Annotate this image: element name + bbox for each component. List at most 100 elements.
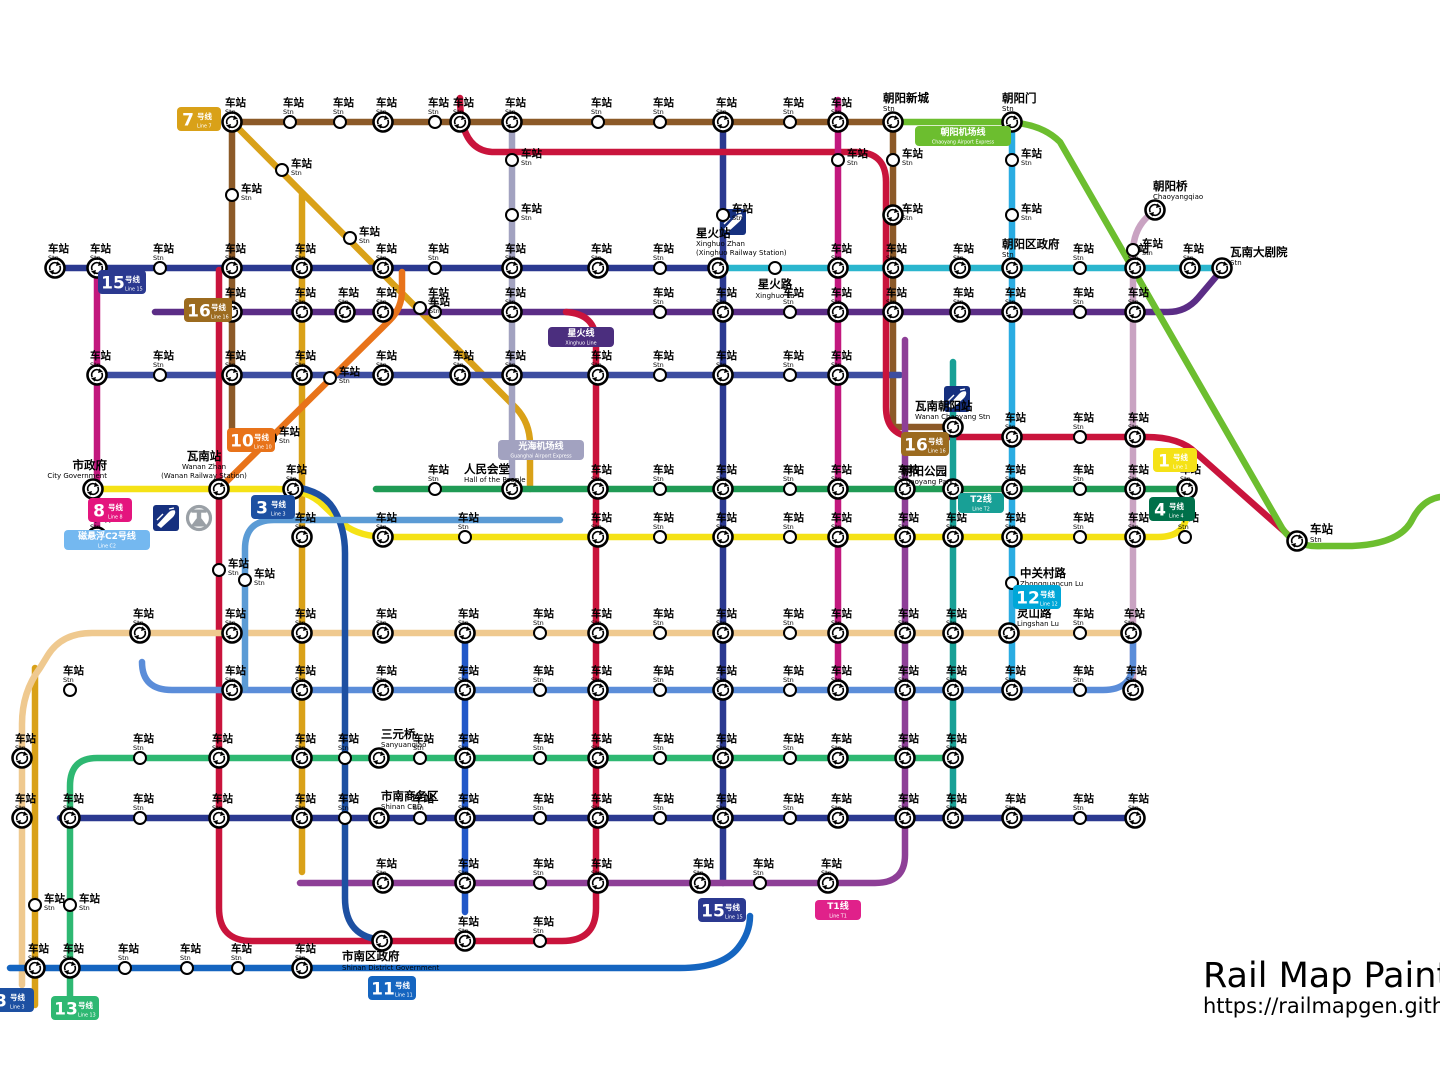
- station[interactable]: [533, 934, 547, 948]
- station[interactable]: [118, 961, 132, 975]
- interchange-station[interactable]: [707, 257, 729, 279]
- station[interactable]: [338, 811, 352, 825]
- station[interactable]: [653, 368, 667, 382]
- interchange-station[interactable]: [882, 204, 904, 226]
- station[interactable]: [1073, 626, 1087, 640]
- station[interactable]: [238, 573, 252, 587]
- station[interactable]: [1073, 305, 1087, 319]
- station[interactable]: [333, 115, 347, 129]
- station[interactable]: [275, 163, 289, 177]
- station[interactable]: [533, 811, 547, 825]
- station[interactable]: [831, 153, 845, 167]
- station[interactable]: [505, 208, 519, 222]
- station[interactable]: [783, 683, 797, 697]
- station[interactable]: [1126, 243, 1140, 257]
- interchange-station[interactable]: [371, 930, 393, 952]
- station[interactable]: [505, 153, 519, 167]
- station[interactable]: [533, 683, 547, 697]
- station[interactable]: [783, 626, 797, 640]
- station[interactable]: [533, 626, 547, 640]
- station[interactable]: [343, 231, 357, 245]
- interchange-station[interactable]: [368, 807, 390, 829]
- station[interactable]: [1073, 261, 1087, 275]
- station[interactable]: [1178, 530, 1192, 544]
- station[interactable]: [753, 876, 767, 890]
- station[interactable]: [653, 811, 667, 825]
- station[interactable]: [1073, 430, 1087, 444]
- station[interactable]: [153, 261, 167, 275]
- station[interactable]: [533, 751, 547, 765]
- station[interactable]: [283, 115, 297, 129]
- station[interactable]: [653, 751, 667, 765]
- station[interactable]: [653, 115, 667, 129]
- interchange-station[interactable]: [882, 111, 904, 133]
- station[interactable]: [533, 876, 547, 890]
- interchange-station[interactable]: [1211, 257, 1233, 279]
- station[interactable]: [1073, 811, 1087, 825]
- interchange-station[interactable]: [1144, 199, 1166, 221]
- station[interactable]: [413, 301, 427, 315]
- station[interactable]: [783, 368, 797, 382]
- interchange-station[interactable]: [82, 478, 104, 500]
- station[interactable]: [783, 305, 797, 319]
- station[interactable]: [133, 751, 147, 765]
- interchange-station[interactable]: [1286, 530, 1308, 552]
- station[interactable]: [1005, 153, 1019, 167]
- station[interactable]: [458, 530, 472, 544]
- station[interactable]: [1073, 482, 1087, 496]
- station[interactable]: [783, 751, 797, 765]
- station[interactable]: [716, 208, 730, 222]
- station[interactable]: [653, 626, 667, 640]
- station[interactable]: [413, 751, 427, 765]
- station[interactable]: [153, 368, 167, 382]
- station[interactable]: [783, 530, 797, 544]
- station[interactable]: [1073, 683, 1087, 697]
- station[interactable]: [231, 961, 245, 975]
- station[interactable]: [886, 153, 900, 167]
- station[interactable]: [428, 115, 442, 129]
- station[interactable]: [653, 530, 667, 544]
- station[interactable]: [63, 683, 77, 697]
- station[interactable]: [428, 261, 442, 275]
- station[interactable]: [428, 482, 442, 496]
- station[interactable]: [783, 115, 797, 129]
- station[interactable]: [653, 261, 667, 275]
- station[interactable]: [212, 563, 226, 577]
- station[interactable]: [225, 188, 239, 202]
- station[interactable]: [338, 751, 352, 765]
- station[interactable]: [323, 371, 337, 385]
- station[interactable]: [1005, 208, 1019, 222]
- station[interactable]: [180, 961, 194, 975]
- station[interactable]: [28, 898, 42, 912]
- station[interactable]: [1073, 530, 1087, 544]
- station[interactable]: [653, 305, 667, 319]
- interchange-station[interactable]: [1001, 257, 1023, 279]
- station[interactable]: [653, 482, 667, 496]
- interchange-station[interactable]: [208, 478, 230, 500]
- station[interactable]: [653, 683, 667, 697]
- interchange-station[interactable]: [368, 747, 390, 769]
- station[interactable]: [63, 898, 77, 912]
- station[interactable]: [783, 811, 797, 825]
- station[interactable]: [591, 115, 605, 129]
- station[interactable]: [133, 811, 147, 825]
- station[interactable]: [768, 261, 782, 275]
